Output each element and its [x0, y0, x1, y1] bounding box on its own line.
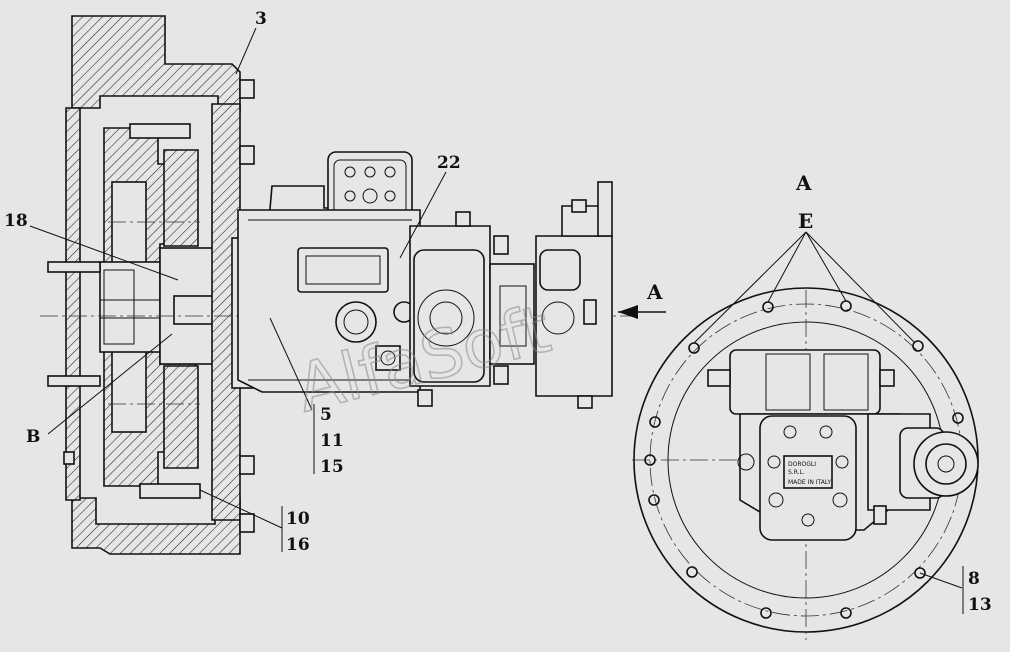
- callout-18: 18: [4, 211, 28, 231]
- view-arrow-label: A: [646, 280, 663, 304]
- callout-16: 16: [286, 535, 310, 555]
- fasteners-label: E: [798, 209, 813, 233]
- left-studs: [47, 261, 101, 465]
- callout-8: 8: [968, 569, 980, 589]
- view-title: A: [795, 171, 812, 195]
- callouts: 3 22 18 B 5 11 15 10 16 8 13: [4, 9, 992, 615]
- view-arrow: A: [618, 280, 666, 319]
- callout-3: 3: [255, 9, 267, 29]
- callout-10: 10: [286, 509, 310, 529]
- callout-13: 13: [968, 595, 992, 615]
- plate-bolts: [129, 79, 255, 533]
- nameplate-line3: MADE IN ITALY: [788, 479, 831, 486]
- callout-22: 22: [437, 153, 461, 173]
- bolt-circle: [644, 300, 964, 619]
- callout-b: B: [26, 427, 40, 447]
- leader-lines: [29, 27, 964, 614]
- nameplate-line1: DOROGLI: [788, 461, 816, 468]
- nameplate-line2: S.R.L.: [788, 469, 805, 476]
- view-a: DOROGLI S.R.L. MADE IN ITALY A E: [632, 171, 980, 640]
- housing-section: [40, 15, 640, 555]
- callout-11: 11: [320, 431, 344, 451]
- callout-5: 5: [320, 405, 332, 425]
- callout-15: 15: [320, 457, 344, 477]
